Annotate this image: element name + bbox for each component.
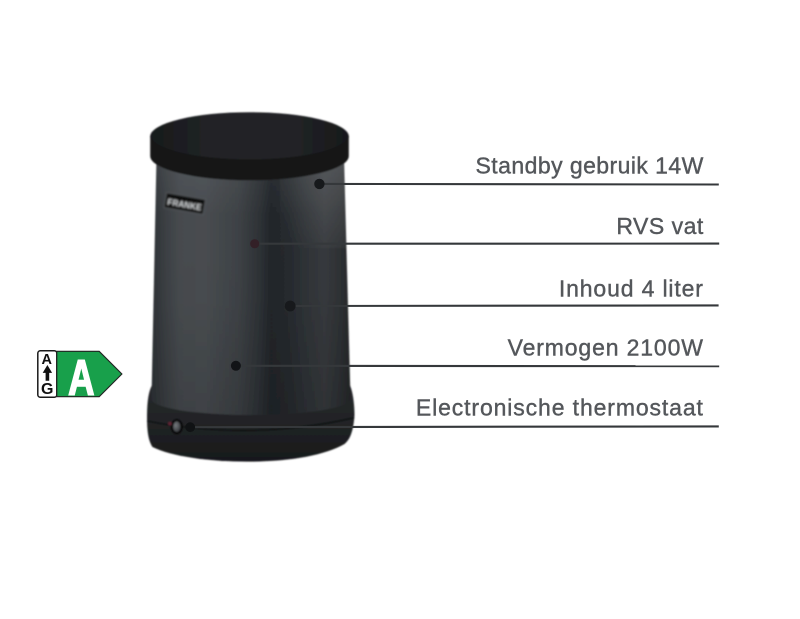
svg-text:A: A <box>42 352 53 368</box>
svg-text:Electronische thermostaat: Electronische thermostaat <box>416 395 704 421</box>
svg-text:Vermogen 2100W: Vermogen 2100W <box>508 335 704 361</box>
svg-text:A: A <box>68 350 94 406</box>
svg-text:Standby gebruik 14W: Standby gebruik 14W <box>476 153 704 179</box>
svg-text:G: G <box>41 381 53 398</box>
svg-text:RVS vat: RVS vat <box>616 213 704 239</box>
svg-text:Inhoud 4 liter: Inhoud 4 liter <box>559 275 704 301</box>
